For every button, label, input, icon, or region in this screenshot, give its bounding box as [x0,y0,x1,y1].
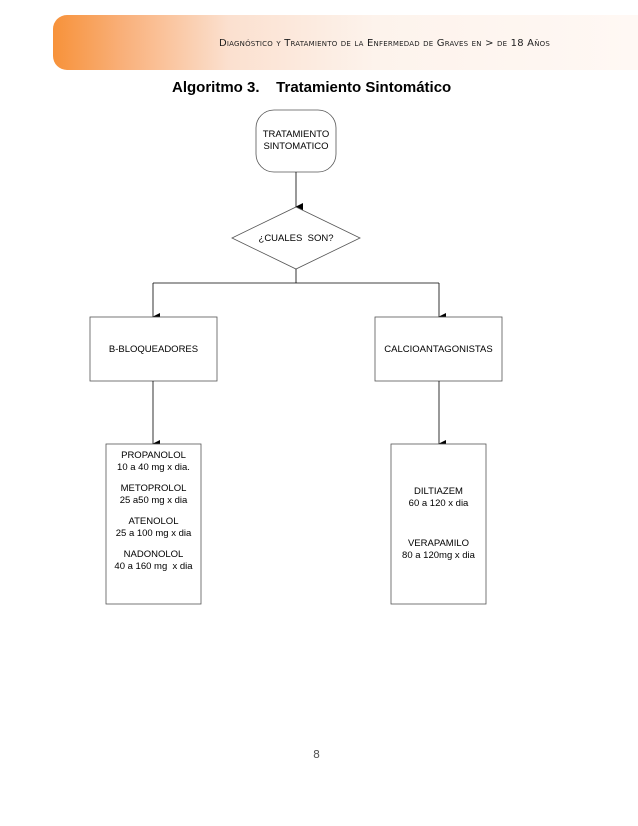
left-drugs-box [105,443,202,605]
start-node-line1: TRATAMIENTO [262,129,330,140]
drug-name: NADONOLOL [123,549,184,560]
right-branch-label: CALCIOANTAGONISTAS [384,344,493,355]
decision-label: ¿CUALES SON? [258,233,334,244]
drug-name: VERAPAMILO [407,538,470,549]
left-branch-box [89,316,218,382]
drug-item: NADONOLOL 40 a 160 mg x dia [106,549,201,573]
start-node-line2: SINTOMATICO [263,141,329,152]
drug-item: DILTIAZEM 60 a 120 x dia [391,486,486,510]
drug-item: ATENOLOL 25 a 100 mg x dia [106,516,201,540]
drug-item: METOPROLOL 25 a50 mg x dia [106,483,201,507]
drug-name: ATENOLOL [128,516,179,527]
drug-dose: 80 a 120mg x dia [402,550,475,561]
drug-name: PROPANOLOL [121,450,186,461]
start-node-label: TRATAMIENTO SINTOMATICO [256,129,336,153]
drug-item: VERAPAMILO 80 a 120mg x dia [391,538,486,562]
drug-dose: 40 a 160 mg x dia [114,561,193,572]
drug-dose: 25 a50 mg x dia [119,495,188,506]
right-drugs-list: DILTIAZEM 60 a 120 x dia VERAPAMILO 80 a… [391,486,486,562]
right-branch-box [374,316,503,382]
drug-dose: 25 a 100 mg x dia [115,528,192,539]
page-number: 8 [313,748,320,761]
right-drugs-box [390,443,487,605]
page-title: Algoritmo 3. Tratamiento Sintomático [172,79,452,96]
drug-name: DILTIAZEM [414,486,463,497]
header-title: Diagnóstico y Tratamiento de la Enfermed… [219,38,550,49]
left-branch-label: B-BLOQUEADORES [108,344,199,355]
left-drugs-list: PROPANOLOL 10 a 40 mg x dia. METOPROLOL … [106,450,201,573]
drug-dose: 10 a 40 mg x dia. [117,462,190,473]
drug-name: METOPROLOL [120,483,187,494]
header-band [53,15,638,70]
drug-item: PROPANOLOL 10 a 40 mg x dia. [106,450,201,474]
drug-dose: 60 a 120 x dia [408,498,469,509]
